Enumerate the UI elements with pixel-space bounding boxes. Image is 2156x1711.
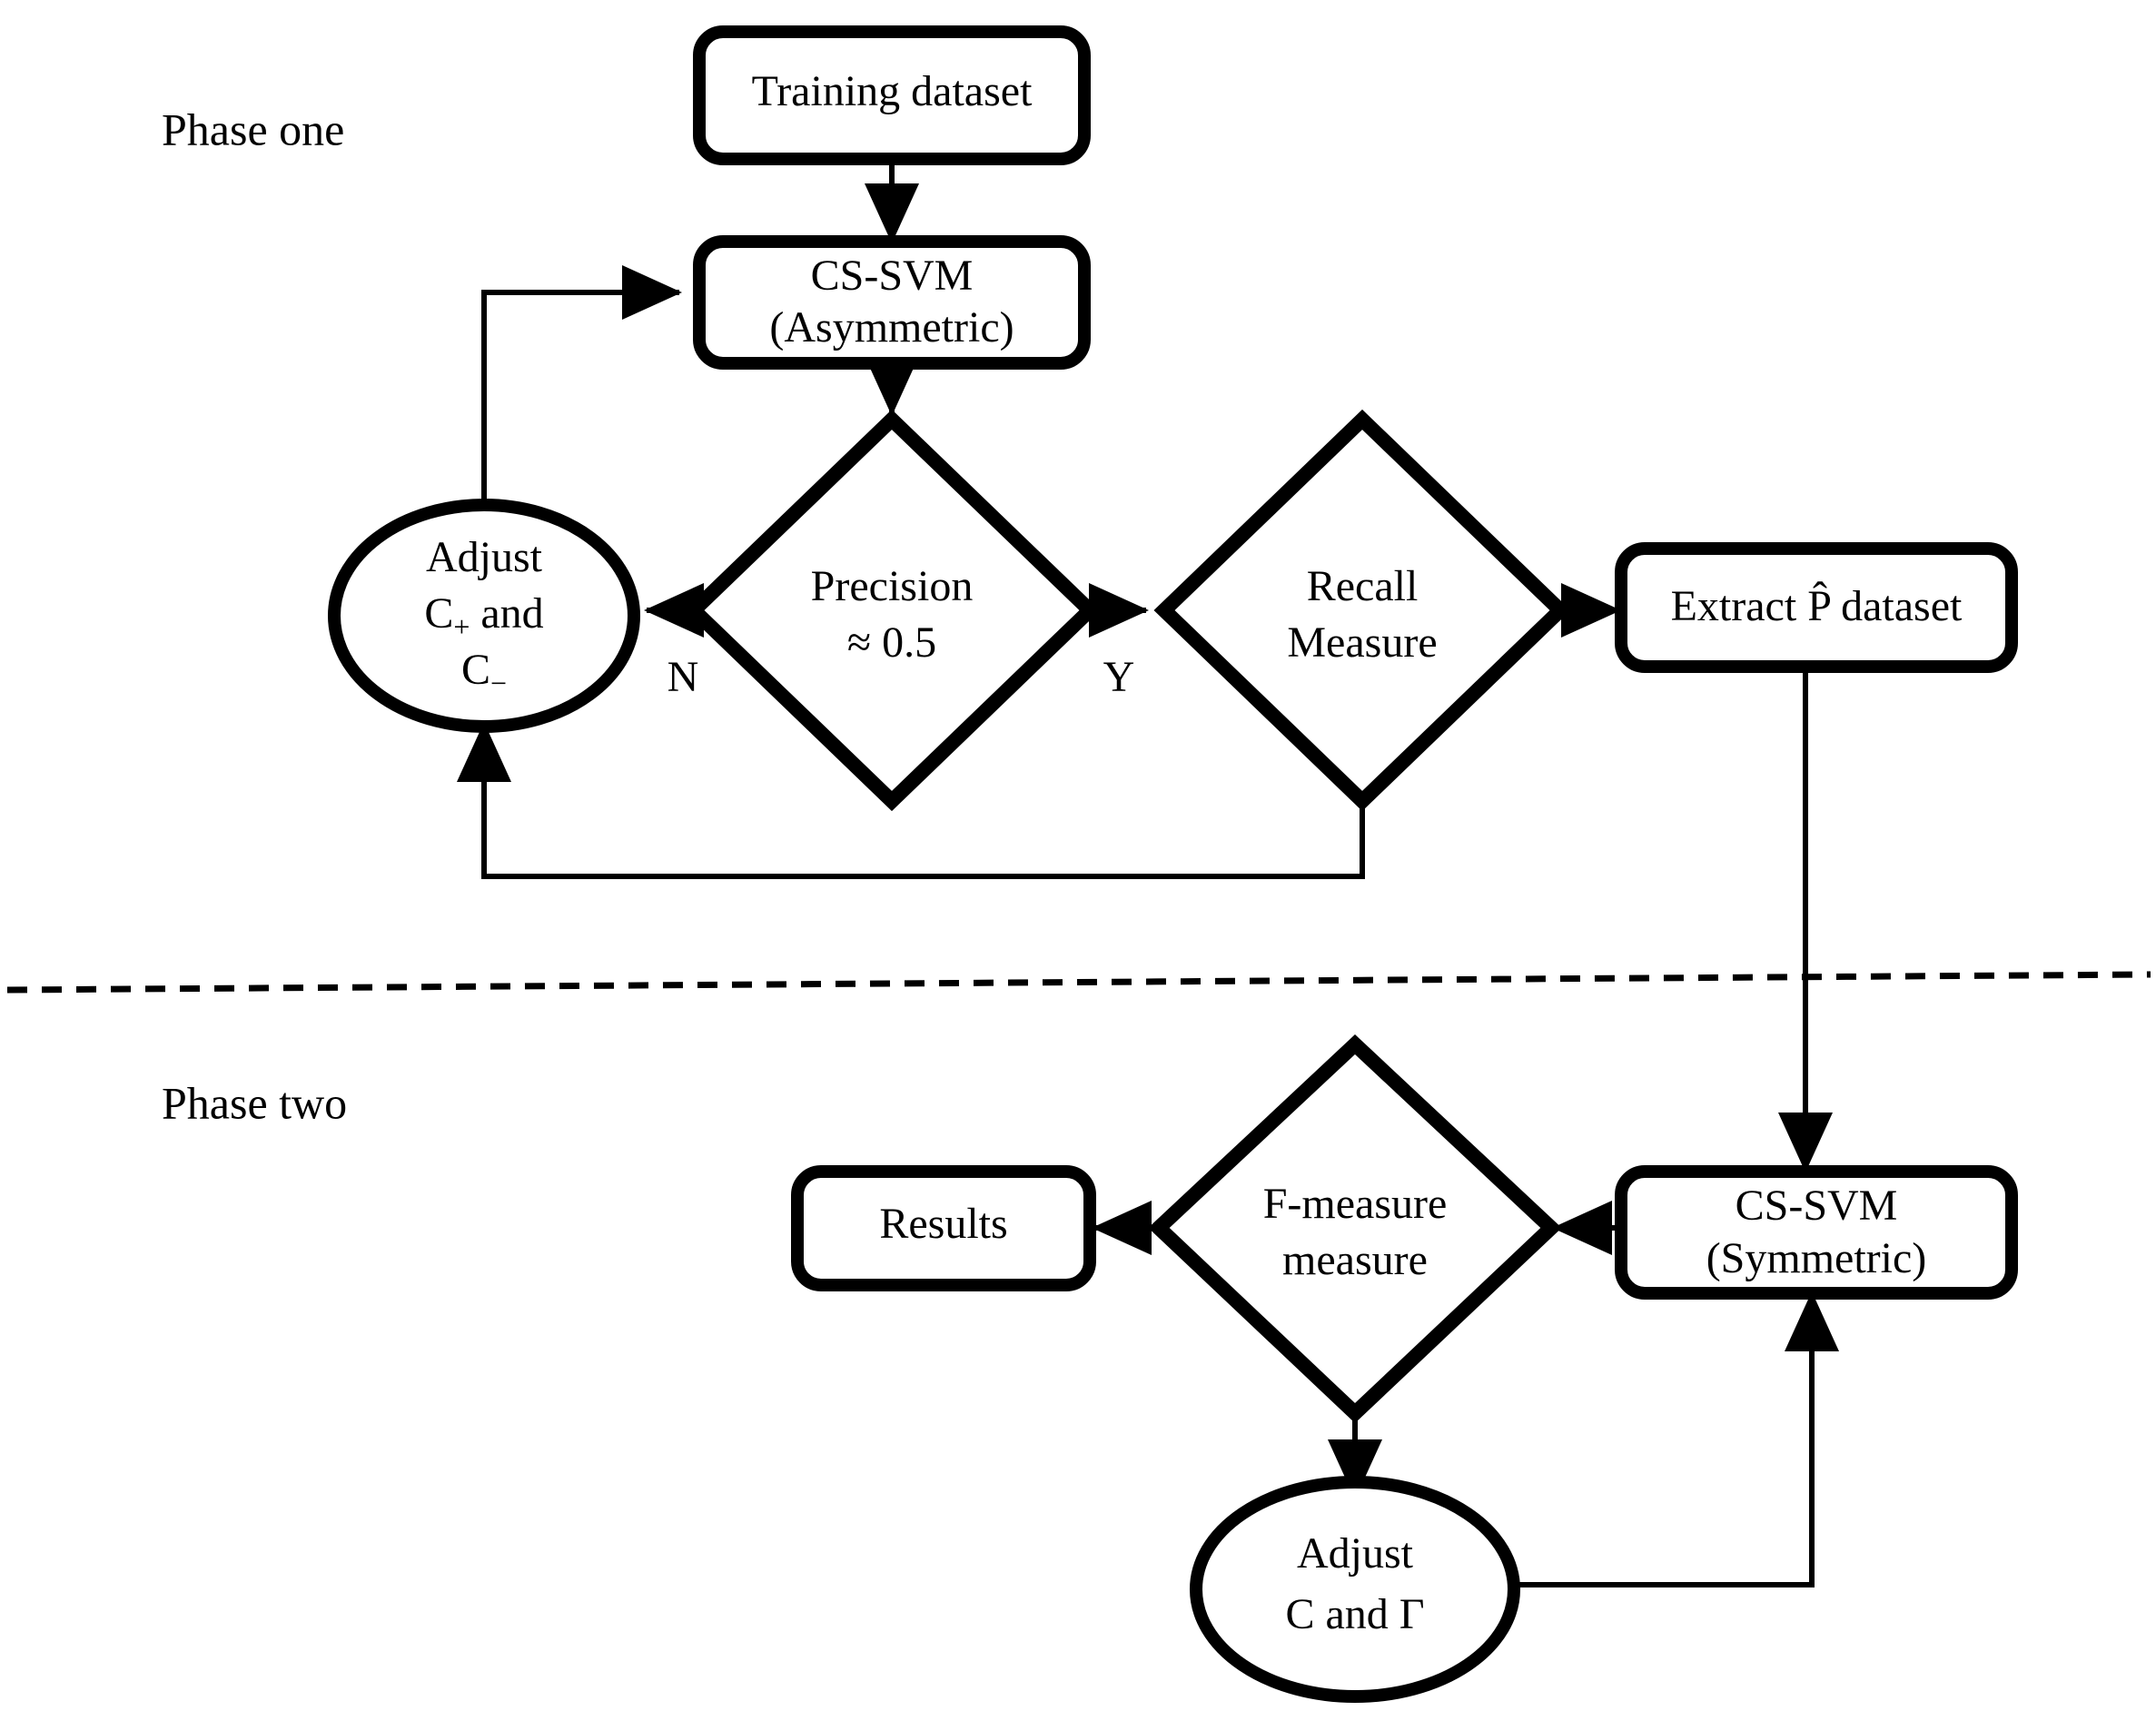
phase-two-label: Phase two	[162, 1077, 347, 1128]
adjust-c-gamma-ellipse[interactable]	[1190, 1476, 1520, 1703]
f-measure-decision-line2: measure	[1282, 1236, 1428, 1284]
cs-svm-symmetric-line2: (Symmetric)	[1706, 1234, 1927, 1282]
precision-decision-diamond[interactable]	[683, 409, 1101, 812]
recall-decision-line2: Measure	[1287, 618, 1437, 667]
f-measure-decision-diamond[interactable]	[1148, 1034, 1562, 1424]
recall-decision-line1: Recall	[1307, 562, 1419, 610]
node-cs-svm-asymmetric[interactable]: CS-SVM (Asymmetric)	[693, 235, 1091, 370]
adjust-c-minus-subscript: −	[490, 667, 507, 699]
node-adjust-c-plus-minus[interactable]: Adjust C+ and C−	[328, 499, 640, 733]
phase-one-label: Phase one	[162, 104, 344, 154]
precision-decision-line2: ≈ 0.5	[847, 618, 936, 667]
adjust-c-plus-main: C	[424, 589, 453, 638]
adjust-c-plus-minus-ellipse[interactable]	[328, 499, 640, 733]
adjust-c-plus-minus-line1: Adjust	[426, 533, 543, 581]
cs-svm-asymmetric-line2: (Asymmetric)	[769, 303, 1014, 351]
edge-recall-to-adjust-loop	[457, 722, 1365, 879]
results-label: Results	[879, 1200, 1007, 1248]
node-extract-p-dataset[interactable]: Extract P̂ dataset	[1615, 542, 2018, 673]
node-results[interactable]: Results	[791, 1165, 1096, 1291]
adjust-c-plus-subscript: +	[453, 610, 470, 643]
adjust-c-plus-minus-line3: C−	[461, 646, 507, 699]
node-cs-svm-symmetric[interactable]: CS-SVM (Symmetric)	[1615, 1165, 2018, 1300]
node-training-dataset[interactable]: Training dataset	[693, 25, 1091, 165]
node-recall-decision[interactable]: Recall Measure	[1153, 409, 1571, 812]
cs-svm-symmetric-line1: CS-SVM	[1736, 1182, 1898, 1230]
f-measure-decision-line1: F-measure	[1263, 1180, 1448, 1228]
adjust-c-gamma-line1: Adjust	[1297, 1529, 1414, 1577]
node-precision-decision[interactable]: Precision ≈ 0.5	[683, 409, 1101, 812]
training-dataset-box[interactable]	[693, 25, 1091, 165]
recall-decision-diamond[interactable]	[1153, 409, 1571, 812]
phase-divider	[6, 971, 2151, 994]
cs-svm-asymmetric-box[interactable]	[693, 235, 1091, 370]
precision-decision-line1: Precision	[811, 562, 974, 610]
results-box[interactable]	[791, 1165, 1096, 1291]
cs-svm-symmetric-box[interactable]	[1615, 1165, 2018, 1300]
edge-label-precision-yes: Y	[1103, 653, 1135, 701]
edge-adjust-gamma-to-cssvm-symmetric	[1518, 1291, 1839, 1587]
cs-svm-asymmetric-line1: CS-SVM	[811, 252, 974, 300]
adjust-c-gamma-line2: C and Γ	[1285, 1590, 1424, 1638]
node-f-measure-decision[interactable]: F-measure measure	[1148, 1034, 1562, 1424]
node-adjust-c-gamma[interactable]: Adjust C and Γ	[1190, 1476, 1520, 1703]
extract-p-dataset-label: Extract P̂ dataset	[1671, 580, 1963, 630]
adjust-c-plus-minus-line2: C+ and	[424, 589, 543, 643]
training-dataset-label: Training dataset	[752, 67, 1033, 115]
extract-p-dataset-box[interactable]	[1615, 542, 2018, 673]
adjust-c-minus-main: C	[461, 646, 490, 694]
edge-adjust-to-cssvm-loop	[481, 265, 682, 507]
edge-label-precision-no: N	[668, 653, 699, 701]
adjust-c-plus-tail: and	[470, 589, 543, 638]
